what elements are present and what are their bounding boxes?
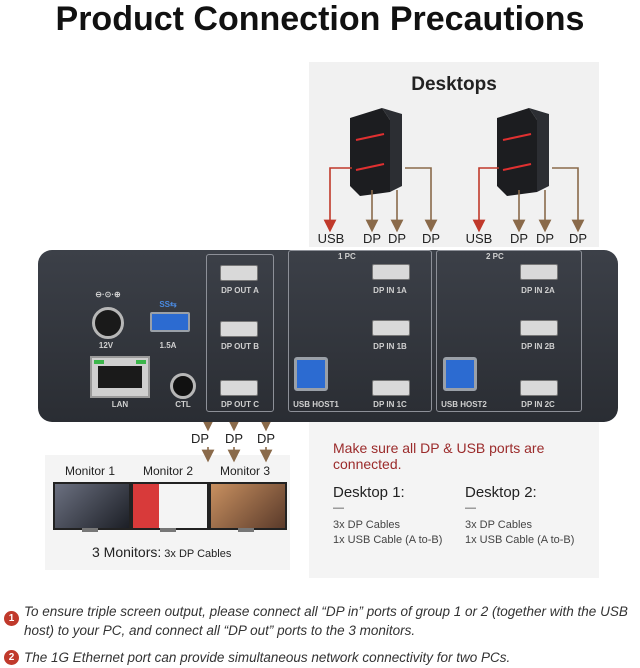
monitor-3-screen xyxy=(209,482,287,530)
dp-out-c-port xyxy=(220,380,258,396)
ctl-port xyxy=(170,373,196,399)
dp-out-b-port xyxy=(220,321,258,337)
group-2-tag: 2 PC xyxy=(486,252,504,261)
dp-in-2c-port xyxy=(520,380,558,396)
power-polarity-icon: ⊖·⊙·⊕ xyxy=(95,290,121,299)
cable-label-dp: DP xyxy=(387,231,407,246)
usb-host-2-label: USB HOST2 xyxy=(441,400,487,409)
monitor-1-screen xyxy=(53,482,131,530)
dp-in-1b-port xyxy=(372,320,410,336)
dp-in-2b-label: DP IN 2B xyxy=(521,342,555,351)
dp-in-2a-port xyxy=(520,264,558,280)
monitor-3-stand xyxy=(238,528,254,532)
pc-group-2 xyxy=(436,250,582,412)
power-port xyxy=(92,307,124,339)
desktop-2-usb-cable: 1x USB Cable (A to-B) xyxy=(465,534,575,546)
group-1-tag: 1 PC xyxy=(338,252,356,261)
usb-a-port xyxy=(150,312,190,332)
lan-label: LAN xyxy=(111,400,129,409)
desktop-1-title: Desktop 1: xyxy=(333,484,405,501)
lan-port xyxy=(90,356,150,398)
cable-label-usb-1: USB xyxy=(317,231,345,246)
dp-in-1c-label: DP IN 1C xyxy=(373,400,407,409)
note-1-number-badge: 1 xyxy=(4,611,19,626)
note-2: 2 The 1G Ethernet port can provide simul… xyxy=(4,648,638,667)
cable-label-dp-out: DP xyxy=(190,431,210,446)
cable-label-dp-out: DP xyxy=(256,431,276,446)
usb-host-1-label: USB HOST1 xyxy=(293,400,339,409)
monitors-summary-rest: 3x DP Cables xyxy=(161,548,232,560)
note-2-text: The 1G Ethernet port can provide simulta… xyxy=(24,650,511,665)
desktop-2-tower-icon xyxy=(497,108,549,196)
usb-ss-icon: SS⇆ xyxy=(159,300,177,309)
cable-label-dp: DP xyxy=(568,231,588,246)
monitor-1-label: Monitor 1 xyxy=(64,464,116,478)
desktop-2-dash: — xyxy=(465,502,476,514)
note-1-text: To ensure triple screen output, please c… xyxy=(24,604,628,638)
cable-label-dp: DP xyxy=(535,231,555,246)
dp-in-2b-port xyxy=(520,320,558,336)
note-1: 1 To ensure triple screen output, please… xyxy=(4,602,638,640)
monitor-2-stand xyxy=(160,528,176,532)
usb-host-1-port xyxy=(294,357,328,391)
cable-label-dp: DP xyxy=(362,231,382,246)
dp-out-a-label: DP OUT A xyxy=(221,286,259,295)
dp-out-c-label: DP OUT C xyxy=(220,400,260,409)
usb-port-label: 1.5A xyxy=(159,341,177,350)
cable-label-dp-out: DP xyxy=(224,431,244,446)
dp-in-1a-port xyxy=(372,264,410,280)
monitors-summary-bold: 3 Monitors: xyxy=(92,544,162,560)
dp-out-a-port xyxy=(220,265,258,281)
monitor-3-label: Monitor 3 xyxy=(219,464,271,478)
page-title: Product Connection Precautions xyxy=(55,0,585,38)
desktop-1-dp-cables: 3x DP Cables xyxy=(333,519,401,531)
monitors-summary: 3 Monitors: 3x DP Cables xyxy=(92,544,231,560)
dp-in-1a-label: DP IN 1A xyxy=(373,286,407,295)
desktop-2-dp-cables: 3x DP Cables xyxy=(465,519,533,531)
connection-warning: Make sure all DP & USB ports are connect… xyxy=(333,440,545,472)
usb-host-2-port xyxy=(443,357,477,391)
note-2-number-badge: 2 xyxy=(4,650,19,665)
dp-out-group xyxy=(206,254,274,412)
desktops-heading: Desktops xyxy=(411,74,497,95)
ctl-label: CTL xyxy=(175,400,191,409)
monitor-1-stand xyxy=(82,528,98,532)
connection-info-panel xyxy=(309,405,599,578)
desktop-1-usb-cable: 1x USB Cable (A to-B) xyxy=(333,534,443,546)
dp-in-1c-port xyxy=(372,380,410,396)
power-label: 12V xyxy=(98,341,114,350)
desktop-2-title: Desktop 2: xyxy=(465,484,537,501)
dp-in-1b-label: DP IN 1B xyxy=(373,342,407,351)
cable-label-dp: DP xyxy=(421,231,441,246)
pc-group-1 xyxy=(288,250,432,412)
dp-in-2a-label: DP IN 2A xyxy=(521,286,555,295)
cable-label-usb-2: USB xyxy=(465,231,493,246)
monitor-2-screen xyxy=(131,482,209,530)
desktop-1-tower-icon xyxy=(350,108,402,196)
dp-out-b-label: DP OUT B xyxy=(220,342,260,351)
desktop-1-dash: — xyxy=(333,502,344,514)
monitor-2-label: Monitor 2 xyxy=(142,464,194,478)
cable-label-dp: DP xyxy=(509,231,529,246)
dp-in-2c-label: DP IN 2C xyxy=(521,400,555,409)
